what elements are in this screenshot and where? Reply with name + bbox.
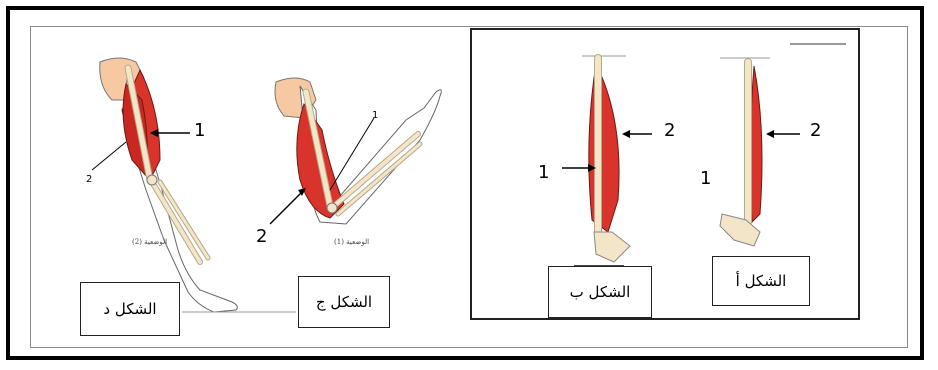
- fig-d-label-2: 2: [86, 174, 92, 185]
- leg-figure-a: [720, 44, 846, 246]
- figure-d-label: الشكل د: [80, 282, 180, 336]
- fig-b-label-2: 2: [664, 120, 675, 141]
- figure-a-label-text: الشكل أ: [736, 272, 787, 290]
- fig-c-label-1: 1: [372, 110, 378, 121]
- fig-c-label-2: 2: [256, 226, 267, 247]
- figure-a-label: الشكل أ: [712, 256, 810, 306]
- fig-d-caption: الوضعية (2): [132, 238, 167, 246]
- figure-b-label: الشكل ب: [548, 266, 652, 318]
- figure-c-label: الشكل ج: [298, 276, 390, 328]
- arm-figure-c: [270, 78, 441, 224]
- arm-figure-d: [92, 58, 237, 312]
- fig-b-label-1: 1: [538, 162, 549, 183]
- fig-d-label-1: 1: [194, 120, 205, 141]
- leg-figure-b: [562, 56, 652, 266]
- fig-c-caption: الوضعية (1): [334, 238, 369, 246]
- figure-b-label-text: الشكل ب: [570, 283, 631, 301]
- figure-d-label-text: الشكل د: [103, 300, 156, 318]
- figure-c-label-text: الشكل ج: [316, 293, 372, 311]
- fig-a-label-1: 1: [700, 168, 711, 189]
- fig-a-label-2: 2: [810, 120, 821, 141]
